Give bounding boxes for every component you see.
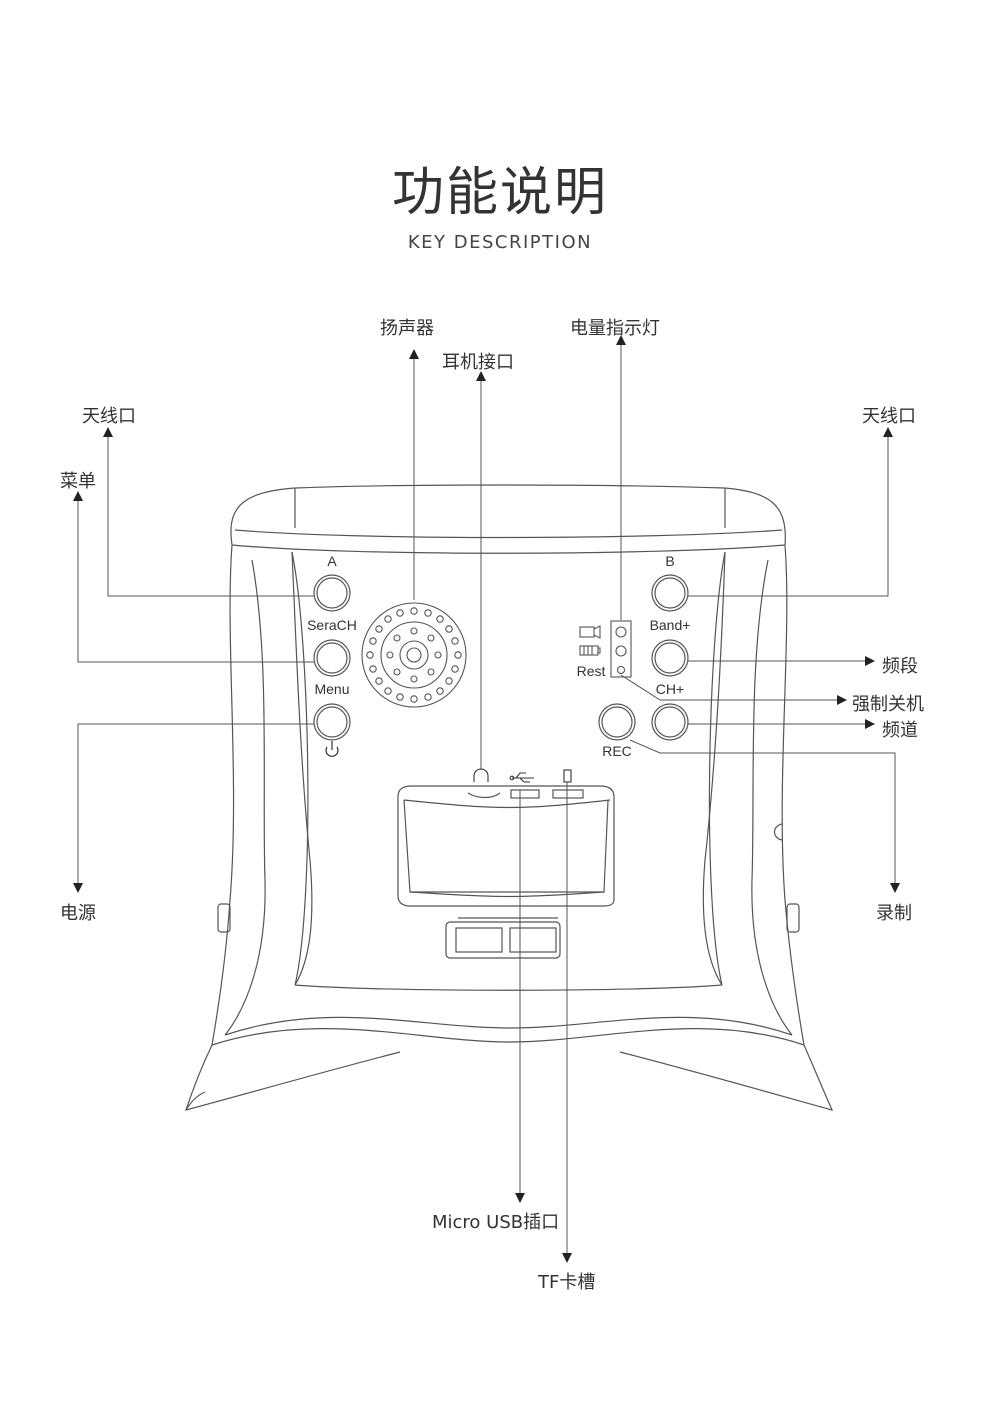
- serach-label: SeraCH: [307, 617, 357, 633]
- menu-button-label: Menu: [314, 681, 349, 697]
- menu-leader: [73, 491, 314, 663]
- tf-slot-label: TF卡槽: [538, 1272, 596, 1293]
- menu-button[interactable]: [313, 639, 351, 677]
- antenna-right-label: 天线口: [862, 406, 916, 427]
- record-led: [615, 626, 627, 638]
- rec-label: REC: [602, 743, 632, 759]
- ch-plus-button[interactable]: [651, 639, 689, 677]
- micro-usb-label: Micro USB插口: [432, 1212, 560, 1233]
- band-plus-button[interactable]: [651, 574, 689, 612]
- power-button[interactable]: [313, 703, 351, 741]
- band-plus-label: Band+: [650, 617, 691, 633]
- button-a-label: A: [327, 553, 337, 569]
- battery-icon: [579, 645, 601, 656]
- tf-card-icon: [563, 769, 572, 783]
- record-label: 录制: [876, 903, 912, 924]
- headphone-jack-label: 耳机接口: [442, 352, 514, 373]
- page-subtitle: KEY DESCRIPTION: [407, 232, 593, 253]
- speaker-grille-icon: [361, 602, 467, 708]
- antenna-left-label: 天线口: [82, 406, 136, 427]
- rest-label: Rest: [577, 663, 606, 679]
- channel-button[interactable]: [651, 703, 689, 741]
- speaker-label: 扬声器: [380, 318, 434, 339]
- usb-icon: [509, 772, 534, 783]
- page-title: 功能说明: [391, 163, 608, 223]
- rec-button[interactable]: [598, 703, 636, 741]
- power-leader: [73, 723, 314, 893]
- indicator-strip: [610, 620, 632, 678]
- battery-led: [615, 645, 627, 657]
- device-body: [185, 484, 834, 1111]
- antenna-left-leader: [103, 427, 314, 597]
- antenna-right-leader: [688, 427, 893, 597]
- menu-label: 菜单: [60, 471, 96, 492]
- ch-plus-label: CH+: [656, 681, 684, 697]
- record-leader: [629, 739, 900, 893]
- battery-indicator-label: 电量指示灯: [570, 318, 660, 339]
- frequency-band-label: 频段: [882, 656, 918, 677]
- button-b-label: B: [665, 553, 674, 569]
- channel-label: 频道: [882, 720, 918, 741]
- force-shutdown-label: 强制关机: [852, 694, 924, 715]
- reset-hole[interactable]: [616, 665, 626, 675]
- serach-button[interactable]: [313, 574, 351, 612]
- camera-icon: [579, 625, 601, 639]
- force-shutdown-leader: [620, 674, 847, 705]
- power-icon: [325, 741, 339, 757]
- power-label: 电源: [60, 903, 96, 924]
- headphone-icon: [473, 768, 489, 782]
